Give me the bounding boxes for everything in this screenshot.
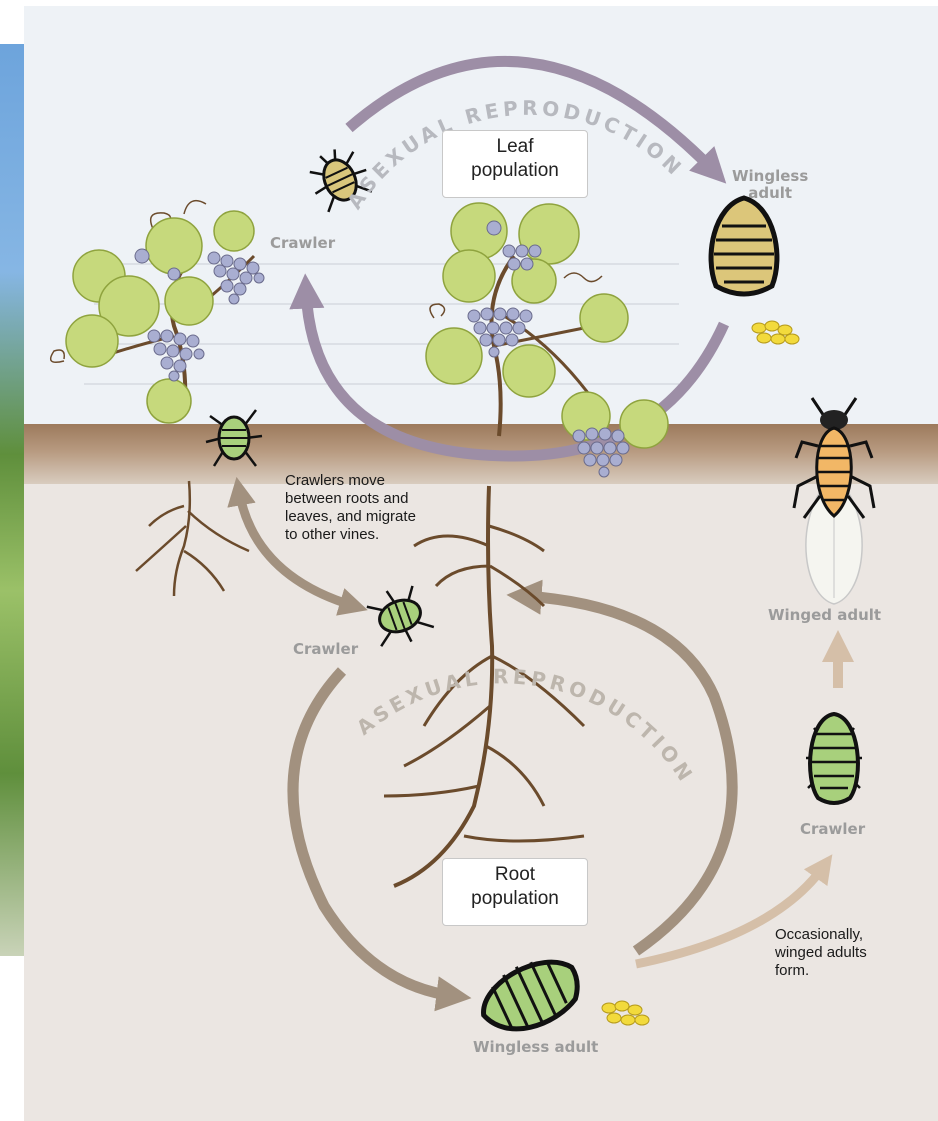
winged-adult-label: Winged adult <box>768 606 881 624</box>
root-crawler-label: Crawler <box>293 640 358 658</box>
leaf-crawler-label: Crawler <box>270 234 335 252</box>
phylloxera-life-cycle-diagram: ASEXUAL REPRODUCTION ASEXUAL REPRODUCTIO… <box>24 6 938 1121</box>
winged-path-crawler-label: Crawler <box>800 820 865 838</box>
migrating-crawler-insect <box>206 410 262 466</box>
center-vine-illustration <box>426 203 668 477</box>
leaf-eggs <box>752 321 799 344</box>
winged-path-crawler-insect <box>806 714 862 803</box>
root-eggs <box>602 1001 649 1025</box>
background-vineyard-photo <box>0 44 24 956</box>
winged-adult-insect <box>794 398 874 604</box>
root-wingless-adult-label: Wingless adult <box>473 1038 598 1056</box>
left-vine-illustration <box>51 201 264 423</box>
leaf-wingless-adult-insect <box>711 198 777 294</box>
left-roots <box>136 481 249 596</box>
root-cycle-arc-label: ASEXUAL REPRODUCTION <box>352 664 699 788</box>
root-crawler-insect <box>364 580 436 652</box>
root-wingless-adult-insect <box>471 946 589 1045</box>
